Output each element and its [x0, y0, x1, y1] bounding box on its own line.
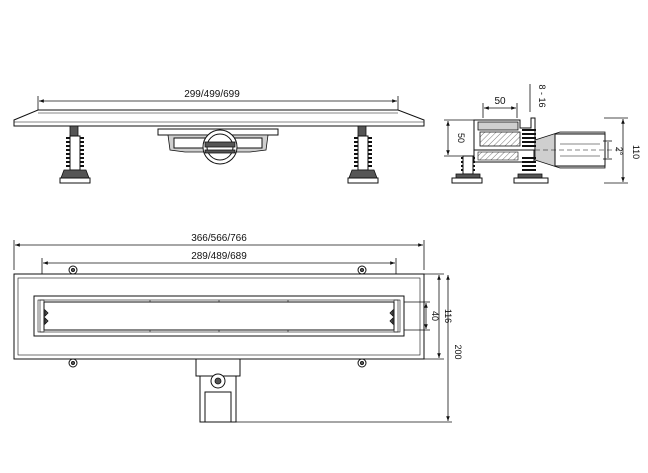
- grate-width-dimension: 40: [404, 301, 440, 331]
- channel-body-side: [473, 117, 536, 163]
- front-length-label: 299/499/699: [184, 89, 240, 100]
- adjust-range-dimension: 8 - 16: [529, 84, 547, 112]
- total-height-label: 110: [631, 145, 641, 159]
- slope-dimension: 2°: [603, 140, 624, 160]
- grate: [39, 299, 399, 333]
- total-depth-dimension: 200: [236, 275, 463, 423]
- slope-label: 2°: [614, 147, 624, 156]
- overall-length-label: 366/566/766: [191, 233, 247, 244]
- right-adjustable-foot: [347, 125, 379, 184]
- side-view: 50 8 - 16: [444, 84, 641, 184]
- left-adjustable-foot: [59, 125, 91, 184]
- body-height-label: 50: [456, 133, 466, 143]
- outlet-pipe-side: [534, 131, 620, 169]
- total-height-dimension: 110: [604, 117, 641, 184]
- front-length-dimension: 299/499/699: [37, 89, 399, 110]
- body-height-dimension: 50: [444, 119, 474, 157]
- outlet-front: [157, 128, 279, 165]
- grate-length-label: 289/489/689: [191, 251, 247, 262]
- mounting-tabs: [68, 265, 367, 368]
- adjust-range-label: 8 - 16: [537, 84, 547, 107]
- side-width-label: 50: [494, 96, 506, 107]
- channel-body-front: [13, 109, 425, 127]
- overall-length-dimension: 366/566/766: [13, 233, 425, 270]
- front-view: 299/499/699: [13, 89, 425, 184]
- grate-width-label: 40: [430, 311, 440, 321]
- top-view: 366/566/766 289/489/689: [13, 233, 463, 423]
- side-width-dimension: 50: [482, 96, 518, 118]
- total-depth-label: 200: [453, 344, 463, 359]
- outlet-top: [195, 358, 241, 423]
